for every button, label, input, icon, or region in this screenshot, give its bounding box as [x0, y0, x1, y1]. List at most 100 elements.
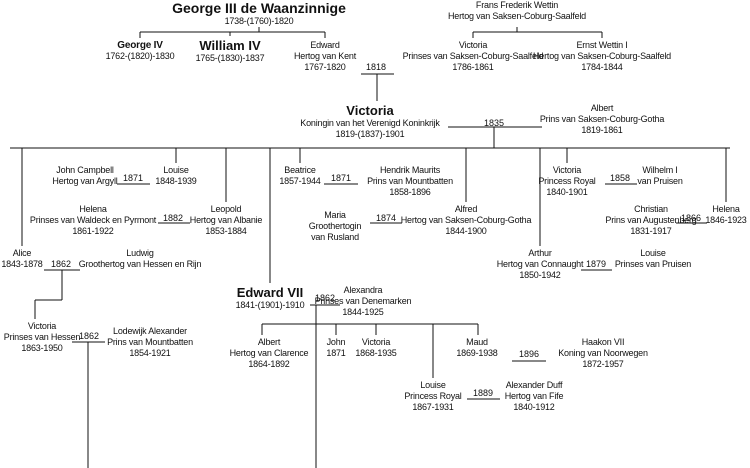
marriage-year-m-helena: 1866	[680, 213, 702, 223]
person-name: Albert	[257, 337, 281, 347]
person-detail: 1840-1912	[513, 402, 555, 412]
marriage-year-m-maud: 1896	[518, 349, 540, 359]
person-detail: van Pruisen	[637, 176, 683, 186]
person-detail: 1784-1844	[581, 62, 623, 72]
person-detail: 1869-1938	[456, 348, 498, 358]
person-detail: 1861-1922	[72, 226, 114, 236]
person-detail: Prinses van Hessen	[3, 332, 81, 342]
person-detail: Groothertog van Hessen en Rijn	[78, 259, 202, 269]
person-detail: 1767-1820	[304, 62, 346, 72]
person-detail: Prins van Augustenberg	[605, 215, 697, 225]
person-detail: 1868-1935	[355, 348, 397, 358]
person-detail: 1853-1884	[205, 226, 247, 236]
person-name: Alexander Duff	[505, 380, 563, 390]
person-name: Maria	[324, 210, 346, 220]
person-detail: Prins van Mountbatten	[107, 337, 193, 347]
person-name: Frans Frederik Wettin	[475, 0, 559, 10]
marriage-year-m-louise-pr: 1889	[472, 388, 494, 398]
person-name: Helena	[79, 204, 107, 214]
person-name: Victoria	[346, 103, 394, 118]
person-detail: 1857-1944	[279, 176, 321, 186]
person-detail: 1819-(1837)-1901	[335, 129, 405, 139]
person-detail: Prinses van Pruisen	[614, 259, 692, 269]
person-name: Ernst Wettin I	[576, 40, 628, 50]
person-name: Victoria	[361, 337, 391, 347]
person-detail: Hertog van Kent	[293, 51, 357, 61]
person-name: Haakon VII	[581, 337, 625, 347]
person-detail: 1765-(1830)-1837	[195, 53, 265, 63]
marriage-year-m-beatrice: 1871	[330, 173, 352, 183]
person-detail: Princess Royal	[538, 176, 596, 186]
person-detail: 1854-1921	[129, 348, 171, 358]
person-name: Alfred	[454, 204, 478, 214]
person-detail: 1786-1861	[452, 62, 494, 72]
person-name: Louise	[420, 380, 446, 390]
person-detail: Hertog van Saksen-Coburg-Saalfeld	[448, 11, 586, 21]
person-detail: 1848-1939	[155, 176, 197, 186]
person-name: Alice	[12, 248, 32, 258]
person-detail: 1840-1901	[546, 187, 588, 197]
person-detail: Hertog van Connaught	[496, 259, 584, 269]
person-name: Arthur	[528, 248, 552, 258]
person-detail: 1841-(1901)-1910	[235, 300, 305, 310]
person-name: Albert	[590, 103, 614, 113]
marriage-year-m-vicpr: 1858	[609, 173, 631, 183]
person-detail: Hertog van Clarence	[229, 348, 309, 358]
person-name: Edward VII	[236, 285, 304, 300]
person-detail: 1863-1950	[21, 343, 63, 353]
marriage-year-m-kent: 1818	[365, 62, 387, 72]
person-detail: 1831-1917	[630, 226, 672, 236]
person-name: Edward	[310, 40, 340, 50]
person-detail: Princess Royal	[404, 391, 462, 401]
person-name: Louise	[640, 248, 666, 258]
person-name: Hendrik Maurits	[379, 165, 441, 175]
marriage-year-m-alice: 1862	[50, 259, 72, 269]
person-name: Louise	[163, 165, 189, 175]
person-detail: 1819-1861	[581, 125, 623, 135]
person-name: Ludwig	[126, 248, 154, 258]
person-detail: Prinses van Waldeck en Pyrmont	[29, 215, 157, 225]
person-detail: 1871	[326, 348, 346, 358]
person-detail: Hertog van Saksen-Coburg-Saalfeld	[533, 51, 671, 61]
marriage-year-m-leopold: 1882	[162, 213, 184, 223]
marriage-year-m-edward7: 1862	[314, 293, 336, 303]
person-name: Victoria	[458, 40, 488, 50]
marriage-year-m-alfred: 1874	[375, 213, 397, 223]
person-name: Alexandra	[343, 285, 383, 295]
person-detail: 1867-1931	[412, 402, 454, 412]
person-name: John	[326, 337, 346, 347]
person-detail: 1846-1923	[705, 215, 747, 225]
person-detail: 1850-1942	[519, 270, 561, 280]
person-name: George IV	[117, 40, 163, 51]
person-name: William IV	[199, 38, 261, 53]
person-detail: Hertog van Saksen-Coburg-Gotha	[400, 215, 532, 225]
person-detail: 1762-(1820)-1830	[105, 51, 175, 61]
person-detail: Groothertogin	[308, 221, 362, 231]
person-detail: Koning van Noorwegen	[558, 348, 648, 358]
person-detail: 1844-1900	[445, 226, 487, 236]
